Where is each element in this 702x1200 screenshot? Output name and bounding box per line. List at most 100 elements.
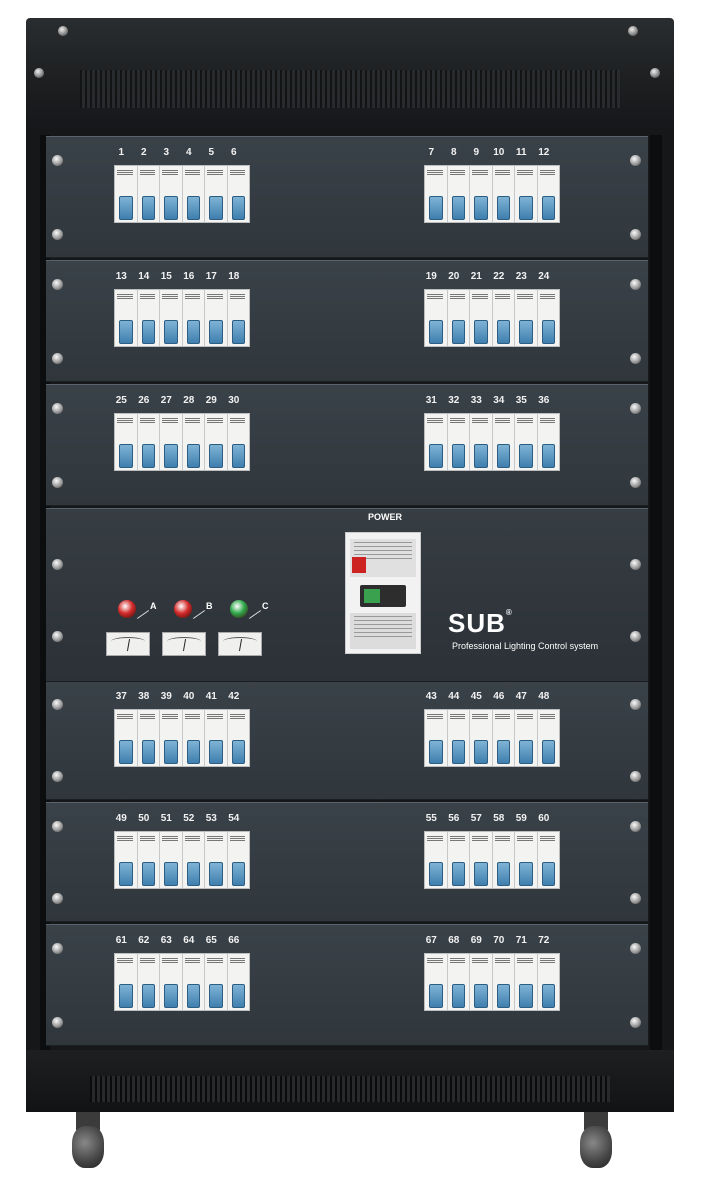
circuit-breaker[interactable]: [515, 710, 538, 766]
breaker-toggle-switch[interactable]: [429, 320, 443, 344]
circuit-breaker[interactable]: [493, 954, 515, 1010]
circuit-breaker[interactable]: [228, 710, 250, 766]
breaker-toggle-switch[interactable]: [474, 320, 488, 344]
breaker-toggle-switch[interactable]: [474, 740, 488, 764]
breaker-toggle-switch[interactable]: [186, 740, 200, 764]
breaker-toggle-switch[interactable]: [541, 862, 555, 886]
circuit-breaker[interactable]: [448, 290, 470, 346]
breaker-toggle-switch[interactable]: [496, 984, 510, 1008]
breaker-toggle-switch[interactable]: [141, 740, 155, 764]
circuit-breaker[interactable]: [205, 832, 228, 888]
circuit-breaker[interactable]: [228, 166, 250, 222]
circuit-breaker[interactable]: [425, 954, 448, 1010]
circuit-breaker[interactable]: [138, 166, 160, 222]
breaker-toggle-switch[interactable]: [119, 320, 133, 344]
breaker-toggle-switch[interactable]: [186, 984, 200, 1008]
breaker-toggle-switch[interactable]: [141, 196, 155, 220]
circuit-breaker[interactable]: [538, 954, 560, 1010]
circuit-breaker[interactable]: [515, 166, 538, 222]
breaker-toggle-switch[interactable]: [231, 862, 245, 886]
circuit-breaker[interactable]: [205, 166, 228, 222]
main-power-switch[interactable]: [360, 585, 406, 607]
breaker-toggle-switch[interactable]: [141, 444, 155, 468]
circuit-breaker[interactable]: [228, 290, 250, 346]
breaker-toggle-switch[interactable]: [496, 862, 510, 886]
breaker-toggle-switch[interactable]: [119, 984, 133, 1008]
circuit-breaker[interactable]: [138, 414, 160, 470]
breaker-toggle-switch[interactable]: [519, 862, 533, 886]
breaker-toggle-switch[interactable]: [519, 320, 533, 344]
breaker-toggle-switch[interactable]: [429, 740, 443, 764]
circuit-breaker[interactable]: [425, 414, 448, 470]
circuit-breaker[interactable]: [425, 290, 448, 346]
breaker-toggle-switch[interactable]: [451, 444, 465, 468]
circuit-breaker[interactable]: [493, 710, 515, 766]
circuit-breaker[interactable]: [515, 290, 538, 346]
circuit-breaker[interactable]: [538, 414, 560, 470]
breaker-toggle-switch[interactable]: [186, 320, 200, 344]
circuit-breaker[interactable]: [493, 832, 515, 888]
breaker-toggle-switch[interactable]: [141, 984, 155, 1008]
breaker-toggle-switch[interactable]: [496, 740, 510, 764]
breaker-toggle-switch[interactable]: [119, 862, 133, 886]
circuit-breaker[interactable]: [493, 166, 515, 222]
breaker-toggle-switch[interactable]: [451, 862, 465, 886]
circuit-breaker[interactable]: [448, 414, 470, 470]
breaker-toggle-switch[interactable]: [541, 984, 555, 1008]
circuit-breaker[interactable]: [448, 954, 470, 1010]
circuit-breaker[interactable]: [115, 832, 138, 888]
breaker-toggle-switch[interactable]: [429, 196, 443, 220]
breaker-toggle-switch[interactable]: [541, 320, 555, 344]
circuit-breaker[interactable]: [160, 414, 183, 470]
breaker-toggle-switch[interactable]: [164, 984, 178, 1008]
breaker-toggle-switch[interactable]: [164, 320, 178, 344]
breaker-toggle-switch[interactable]: [519, 740, 533, 764]
circuit-breaker[interactable]: [448, 710, 470, 766]
circuit-breaker[interactable]: [160, 290, 183, 346]
circuit-breaker[interactable]: [205, 954, 228, 1010]
circuit-breaker[interactable]: [115, 710, 138, 766]
breaker-toggle-switch[interactable]: [496, 320, 510, 344]
circuit-breaker[interactable]: [115, 954, 138, 1010]
circuit-breaker[interactable]: [138, 832, 160, 888]
breaker-toggle-switch[interactable]: [429, 984, 443, 1008]
breaker-toggle-switch[interactable]: [164, 862, 178, 886]
breaker-toggle-switch[interactable]: [519, 984, 533, 1008]
circuit-breaker[interactable]: [515, 414, 538, 470]
circuit-breaker[interactable]: [205, 290, 228, 346]
breaker-toggle-switch[interactable]: [209, 320, 223, 344]
circuit-breaker[interactable]: [515, 954, 538, 1010]
circuit-breaker[interactable]: [470, 290, 493, 346]
circuit-breaker[interactable]: [470, 954, 493, 1010]
circuit-breaker[interactable]: [538, 290, 560, 346]
breaker-toggle-switch[interactable]: [429, 862, 443, 886]
breaker-toggle-switch[interactable]: [209, 196, 223, 220]
circuit-breaker[interactable]: [493, 290, 515, 346]
breaker-toggle-switch[interactable]: [231, 196, 245, 220]
circuit-breaker[interactable]: [470, 710, 493, 766]
breaker-toggle-switch[interactable]: [164, 740, 178, 764]
breaker-toggle-switch[interactable]: [209, 984, 223, 1008]
breaker-toggle-switch[interactable]: [209, 862, 223, 886]
breaker-toggle-switch[interactable]: [231, 320, 245, 344]
circuit-breaker[interactable]: [425, 832, 448, 888]
circuit-breaker[interactable]: [425, 710, 448, 766]
circuit-breaker[interactable]: [160, 166, 183, 222]
circuit-breaker[interactable]: [228, 832, 250, 888]
circuit-breaker[interactable]: [515, 832, 538, 888]
circuit-breaker[interactable]: [115, 166, 138, 222]
breaker-toggle-switch[interactable]: [474, 444, 488, 468]
circuit-breaker[interactable]: [470, 832, 493, 888]
circuit-breaker[interactable]: [183, 954, 205, 1010]
circuit-breaker[interactable]: [228, 414, 250, 470]
breaker-toggle-switch[interactable]: [519, 444, 533, 468]
circuit-breaker[interactable]: [138, 290, 160, 346]
breaker-toggle-switch[interactable]: [186, 444, 200, 468]
breaker-toggle-switch[interactable]: [209, 740, 223, 764]
circuit-breaker[interactable]: [183, 710, 205, 766]
breaker-toggle-switch[interactable]: [231, 444, 245, 468]
breaker-toggle-switch[interactable]: [541, 444, 555, 468]
circuit-breaker[interactable]: [160, 710, 183, 766]
circuit-breaker[interactable]: [228, 954, 250, 1010]
breaker-toggle-switch[interactable]: [474, 984, 488, 1008]
